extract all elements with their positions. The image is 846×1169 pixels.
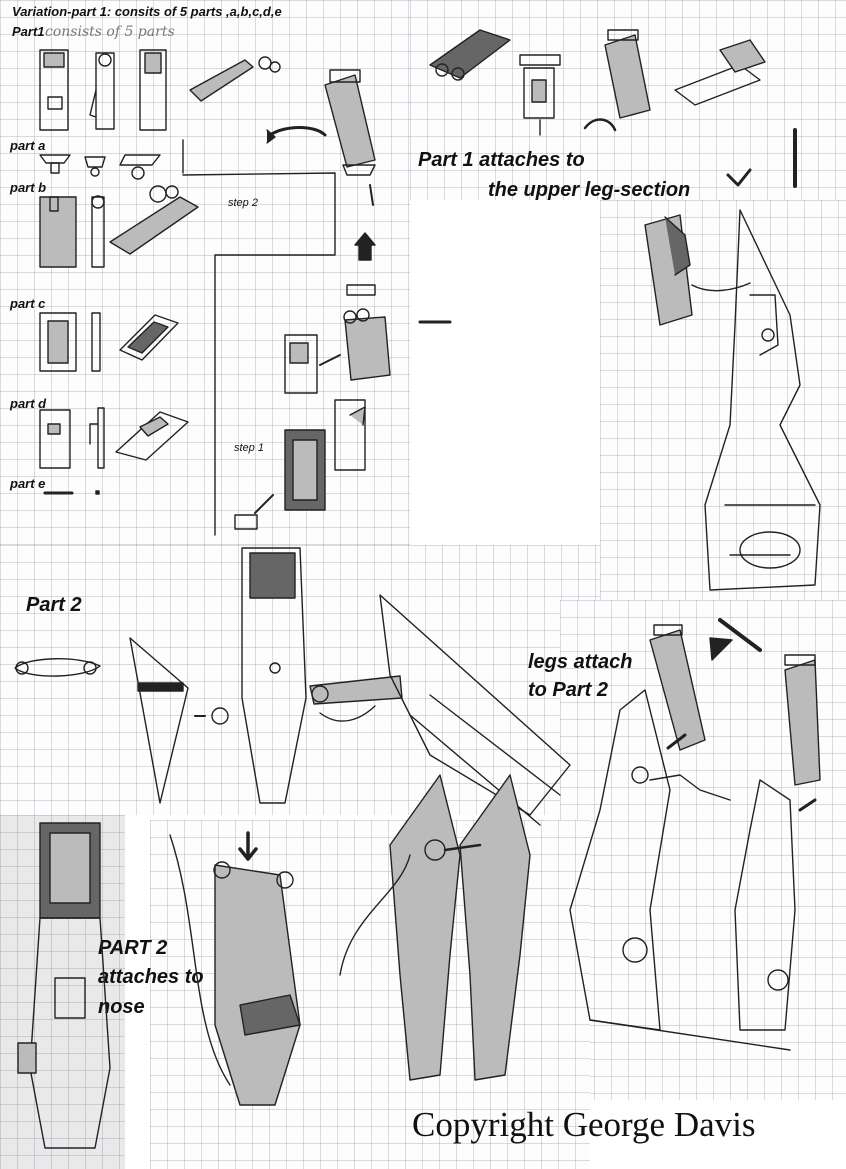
nose-line3: nose <box>98 996 145 1018</box>
part-a-sketch <box>39 154 161 180</box>
part1-attach-line2: the upper leg-section <box>488 179 691 201</box>
part-e-mark <box>43 490 100 495</box>
legs-attach-line1: legs attach <box>528 651 633 673</box>
part-e-label: part e <box>10 476 46 491</box>
part1-assembly-sequence <box>429 29 797 188</box>
nose-line1: PART 2 <box>98 937 168 959</box>
sheet-right-leg <box>600 200 846 600</box>
upper-leg-sketch <box>644 209 821 591</box>
part-d-label: part d <box>10 396 47 411</box>
part-c-sketch <box>39 312 179 372</box>
part1-heading: Part1 <box>12 24 45 39</box>
handwritten-note: consists of 5 parts <box>45 24 175 40</box>
step-diagram <box>182 56 452 536</box>
part2-heading: Part 2 <box>26 594 82 616</box>
step-2-label: step 2 <box>228 197 258 209</box>
part1-assembled-sketches <box>39 49 167 131</box>
part-b-label: part b <box>10 180 47 195</box>
part-d-sketch <box>39 407 189 469</box>
step-1-label: step 1 <box>234 442 264 454</box>
part-b-sketch <box>39 185 199 268</box>
nose-closeup-sketch <box>17 822 111 1149</box>
part-a-label: part a <box>10 138 46 153</box>
sheet-middle <box>0 545 600 815</box>
page-title: Variation-part 1: consits of 5 parts ,a,… <box>12 4 282 19</box>
part-c-label: part c <box>10 296 46 311</box>
part2-sketch <box>14 547 403 804</box>
part2-nose-attach-sketch <box>169 831 301 1106</box>
legs-assembled-sketch <box>339 594 571 1081</box>
copyright-text: Copyright George Davis <box>412 1105 756 1144</box>
nose-line2: attaches to <box>98 966 204 988</box>
legs-attach-sketch <box>569 618 821 1051</box>
legs-attach-line2: to Part 2 <box>528 679 609 701</box>
part1-attach-line1: Part 1 attaches to <box>418 149 585 171</box>
sheet-nose-closeup <box>0 815 125 1169</box>
